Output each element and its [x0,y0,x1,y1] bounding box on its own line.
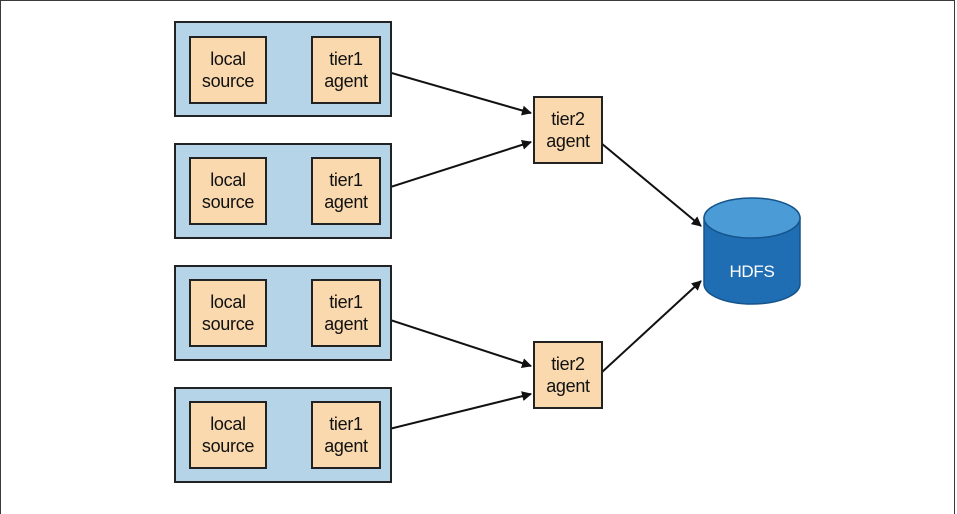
node-label-line: tier1 [329,170,363,190]
arrow-tier1-to-tier2-1 [380,69,532,116]
hdfs-label: HDFS [729,262,775,281]
arrow-tier1-to-tier2-3 [380,316,532,368]
node-label-line: agent [324,71,368,91]
arrow-tier1-to-tier2-4 [380,391,532,432]
node-label-line: agent [546,131,590,151]
node-label-line: tier2 [551,109,585,129]
node-label-line: source [201,436,255,456]
database-cylinder-icon [703,197,801,305]
node-label-line: tier1 [329,292,363,312]
node-label-line: local [210,292,246,312]
node-label-line: agent [324,192,368,212]
node-label-line: source [201,71,255,91]
node-label-line: tier1 [329,414,363,434]
node-label-line: local [210,414,246,434]
node-label-line: local [210,170,246,190]
node-label-line: tier1 [329,49,363,69]
node-label-line: local [210,49,246,69]
node-label-line: source [201,192,255,212]
arrow-tier2-to-hdfs-1 [600,142,702,227]
node-label-line: tier2 [551,354,585,374]
node-label-line: agent [324,314,368,334]
node-label-line: source [201,314,255,334]
node-label-line: agent [546,376,590,396]
hdfs-sink: HDFS [703,196,801,306]
arrow-tier1-to-tier2-2 [380,139,532,191]
node-label-line: agent [324,436,368,456]
arrow-tier2-to-hdfs-2 [600,280,702,374]
